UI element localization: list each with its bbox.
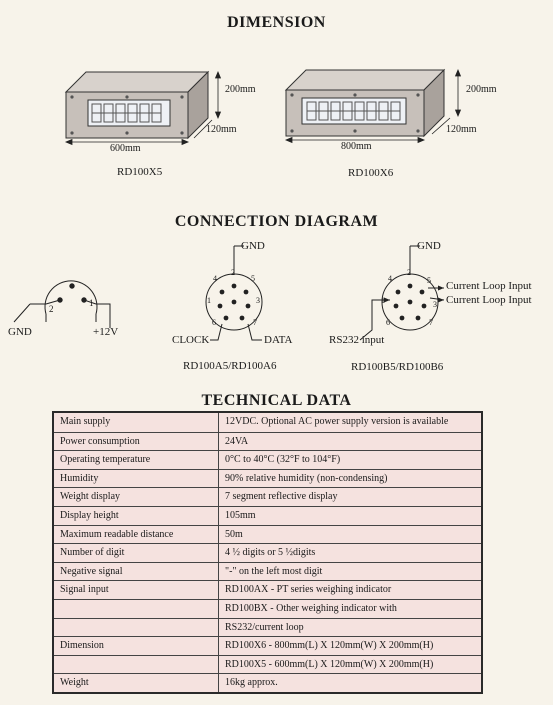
display-box-rd100x5 bbox=[64, 70, 210, 140]
row-value: 16kg approx. bbox=[225, 677, 278, 689]
row-value: 50m bbox=[225, 528, 243, 540]
technical-data-table: Main supply 12VDC. Optional AC power supp… bbox=[52, 411, 483, 694]
connector2-pin2: 2 bbox=[231, 268, 235, 277]
row-label: Weight bbox=[54, 674, 219, 692]
connector3-pin3: 3 bbox=[433, 300, 437, 309]
row-value: 105mm bbox=[225, 509, 256, 521]
connector3-loop1: Current Loop Input bbox=[446, 280, 532, 292]
connector3-pin4: 4 bbox=[388, 274, 392, 283]
row-label: Humidity bbox=[54, 469, 219, 488]
table-row: Operating temperature 0°C to 40°C (32°F t… bbox=[54, 450, 481, 469]
connector1-shell bbox=[44, 280, 98, 315]
connector3-pin5: 5 bbox=[427, 276, 431, 285]
connector2-pin1: 1 bbox=[207, 296, 211, 305]
table-row: Signal input RD100AX - PT series weighing… bbox=[54, 580, 481, 599]
connector3-pin1: 1 bbox=[381, 296, 385, 305]
row-label: Maximum readable distance bbox=[54, 525, 219, 544]
table-row: RS232/current loop bbox=[54, 617, 481, 637]
connector1-12v: +12V bbox=[93, 326, 119, 338]
right-model-label: RD100X6 bbox=[348, 167, 394, 179]
row-value: RD100X6 - 800mm(L) X 120mm(W) X 200mm(H) bbox=[225, 640, 434, 652]
row-label: Weight display bbox=[54, 488, 219, 506]
connection-diagrams bbox=[13, 245, 445, 341]
dimension-heading: DIMENSION bbox=[227, 14, 326, 31]
connector1-pin2: 2 bbox=[49, 304, 54, 314]
left-width-label: 600mm bbox=[110, 143, 141, 154]
connector2-pin4: 4 bbox=[213, 274, 217, 283]
table-row: Display height 105mm bbox=[54, 505, 481, 525]
connector2-pin5: 5 bbox=[251, 274, 255, 283]
connector2-gnd: GND bbox=[241, 240, 265, 252]
row-value: "-" on the left most digit bbox=[225, 565, 323, 577]
connector3-loop2: Current Loop Input bbox=[446, 294, 532, 306]
left-height-label: 200mm bbox=[225, 84, 256, 95]
table-row: Maximum readable distance 50m bbox=[54, 524, 481, 544]
connector2-pin6: 6 bbox=[212, 318, 216, 327]
table-row: Humidity 90% relative humidity (non-conde… bbox=[54, 468, 481, 488]
connector2-pin3: 3 bbox=[256, 296, 260, 305]
connector1-gnd: GND bbox=[8, 326, 32, 338]
table-row: Number of digit 4 ½ digits or 5 ½digits bbox=[54, 543, 481, 562]
table-row: Power consumption 24VA bbox=[54, 431, 481, 451]
row-label: Dimension bbox=[54, 637, 219, 655]
row-label bbox=[54, 655, 219, 674]
table-row: Negative signal "-" on the left most digi… bbox=[54, 561, 481, 581]
row-value: 12VDC. Optional AC power supply version … bbox=[225, 416, 449, 427]
table-row: Weight display 7 segment reflective displ… bbox=[54, 487, 481, 506]
table-row: Main supply 12VDC. Optional AC power supp… bbox=[54, 413, 481, 432]
technical-heading: TECHNICAL DATA bbox=[201, 392, 352, 409]
connector3-rs232: RS232 input bbox=[329, 334, 385, 346]
table-row: RD100X5 - 600mm(L) X 120mm(W) X 200mm(H) bbox=[54, 654, 481, 674]
row-label: Operating temperature bbox=[54, 451, 219, 469]
row-value: RD100BX - Other weighing indicator with bbox=[225, 602, 397, 614]
right-width-label: 800mm bbox=[341, 141, 372, 152]
connector2-data: DATA bbox=[264, 334, 293, 346]
row-value: 7 segment reflective display bbox=[225, 491, 338, 503]
right-height-label: 200mm bbox=[466, 84, 497, 95]
row-value: 24VA bbox=[225, 435, 249, 447]
connector3-pin7: 7 bbox=[429, 318, 433, 327]
connector3-pin2: 2 bbox=[407, 268, 411, 277]
connector3-model: RD100B5/RD100B6 bbox=[351, 361, 444, 373]
row-label: Signal input bbox=[54, 581, 219, 599]
connector2-clock: CLOCK bbox=[172, 334, 210, 346]
row-value: 4 ½ digits or 5 ½digits bbox=[225, 547, 316, 559]
row-value: 90% relative humidity (non-condensing) bbox=[225, 472, 388, 484]
row-label bbox=[54, 599, 219, 618]
connector3-pin6: 6 bbox=[386, 318, 390, 327]
dimension-drawings bbox=[64, 68, 462, 146]
row-label: Negative signal bbox=[54, 562, 219, 581]
left-depth-label: 120mm bbox=[206, 124, 237, 135]
connection-heading: CONNECTION DIAGRAM bbox=[174, 213, 379, 230]
table-row: Weight 16kg approx. bbox=[54, 673, 481, 692]
row-value: 0°C to 40°C (32°F to 104°F) bbox=[225, 454, 341, 466]
row-label: Main supply bbox=[54, 413, 219, 432]
row-value: RD100AX - PT series weighing indicator bbox=[225, 584, 392, 596]
row-value: RS232/current loop bbox=[225, 621, 304, 633]
table-row: RD100BX - Other weighing indicator with bbox=[54, 598, 481, 618]
table-row: Dimension RD100X6 - 800mm(L) X 120mm(W) X… bbox=[54, 636, 481, 655]
row-label: Number of digit bbox=[54, 544, 219, 562]
connector3-gnd: GND bbox=[417, 240, 441, 252]
right-depth-label: 120mm bbox=[446, 124, 477, 135]
display-box-rd100x6 bbox=[284, 68, 446, 138]
connector1-pin1: 1 bbox=[89, 298, 94, 308]
row-label: Power consumption bbox=[54, 432, 219, 451]
row-label: Display height bbox=[54, 506, 219, 525]
connector2-pin7: 7 bbox=[253, 318, 257, 327]
row-value: RD100X5 - 600mm(L) X 120mm(W) X 200mm(H) bbox=[225, 658, 434, 670]
row-label bbox=[54, 618, 219, 637]
connector2-model: RD100A5/RD100A6 bbox=[183, 360, 277, 372]
left-model-label: RD100X5 bbox=[117, 166, 163, 178]
